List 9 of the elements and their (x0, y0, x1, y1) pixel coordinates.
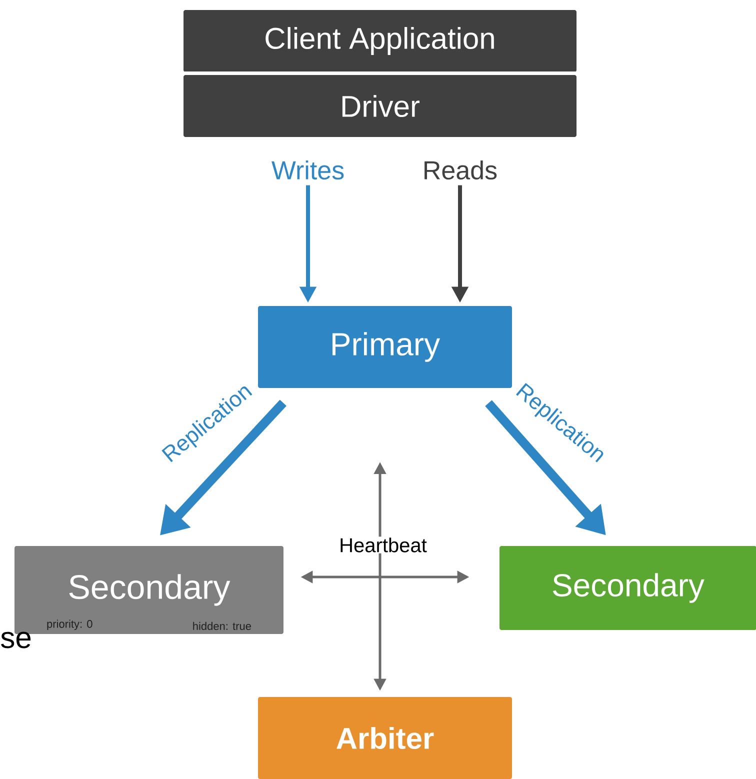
edge-label: Reads (421, 159, 499, 181)
driver-box: Driver (184, 75, 576, 137)
primary-box: Primary (258, 306, 512, 388)
secondary-box: Secondary (500, 546, 756, 630)
edge-label: Heartbeat (338, 536, 428, 554)
edge-label: Writes (270, 159, 346, 181)
arbiter-box: Arbiter (258, 697, 512, 779)
text-fragment: se (1, 632, 31, 648)
client-box: Client Application (184, 10, 576, 72)
